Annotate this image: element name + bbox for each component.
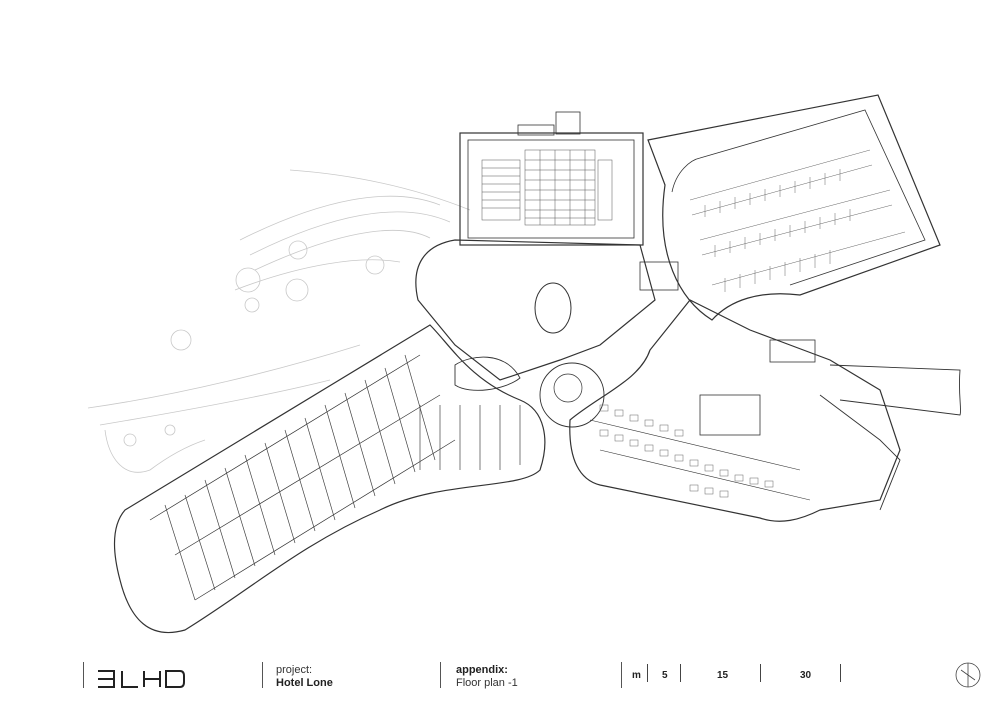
- title-separator-4: [621, 662, 622, 688]
- scale-mark-30: 30: [800, 670, 812, 681]
- scale-unit: m: [632, 670, 641, 681]
- project-label: project:: [276, 664, 313, 676]
- guest-room-wing: [113, 324, 546, 634]
- title-separator-1: [83, 662, 84, 688]
- parking-garage: [647, 94, 941, 321]
- title-separator-3: [440, 662, 441, 688]
- auditorium-seating: [481, 149, 613, 226]
- landscape-terrain: [87, 169, 471, 473]
- central-lobby: [415, 239, 656, 381]
- scale-tick-3: [840, 664, 841, 682]
- scale-mark-15: 15: [717, 670, 729, 681]
- restaurant-wing: [569, 299, 901, 522]
- logo-3lhd: [98, 670, 185, 688]
- floor-plan-drawing: [87, 94, 962, 634]
- scale-tick-2: [760, 664, 761, 682]
- title-separator-2: [262, 662, 263, 688]
- scale-mark-5: 5: [662, 670, 668, 681]
- restaurant-tables: [599, 404, 774, 498]
- project-name: Hotel Lone: [276, 677, 333, 689]
- auditorium-block: [459, 132, 644, 246]
- appendix-label: appendix:: [456, 664, 508, 676]
- appendix-value: Floor plan -1: [456, 677, 518, 689]
- scale-tick-1: [680, 664, 681, 682]
- north-arrow-icon: [955, 662, 981, 688]
- guest-room-partitions: [164, 354, 521, 601]
- parking-stalls: [689, 149, 906, 292]
- scale-tick-0: [647, 664, 648, 682]
